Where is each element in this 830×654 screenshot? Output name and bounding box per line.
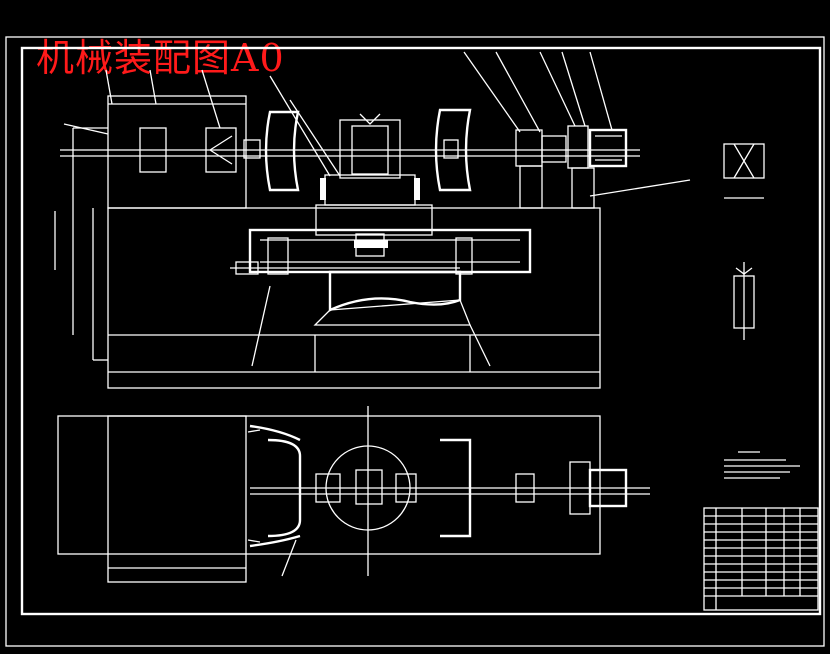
- front-view: [54, 51, 691, 389]
- drawing-frame: [5, 36, 825, 647]
- title-block: [703, 507, 819, 611]
- plan-view: [57, 406, 650, 583]
- detail-view: [723, 143, 765, 340]
- drawing-title: 机械装配图A0: [36, 36, 285, 80]
- technical-notes: [724, 451, 800, 479]
